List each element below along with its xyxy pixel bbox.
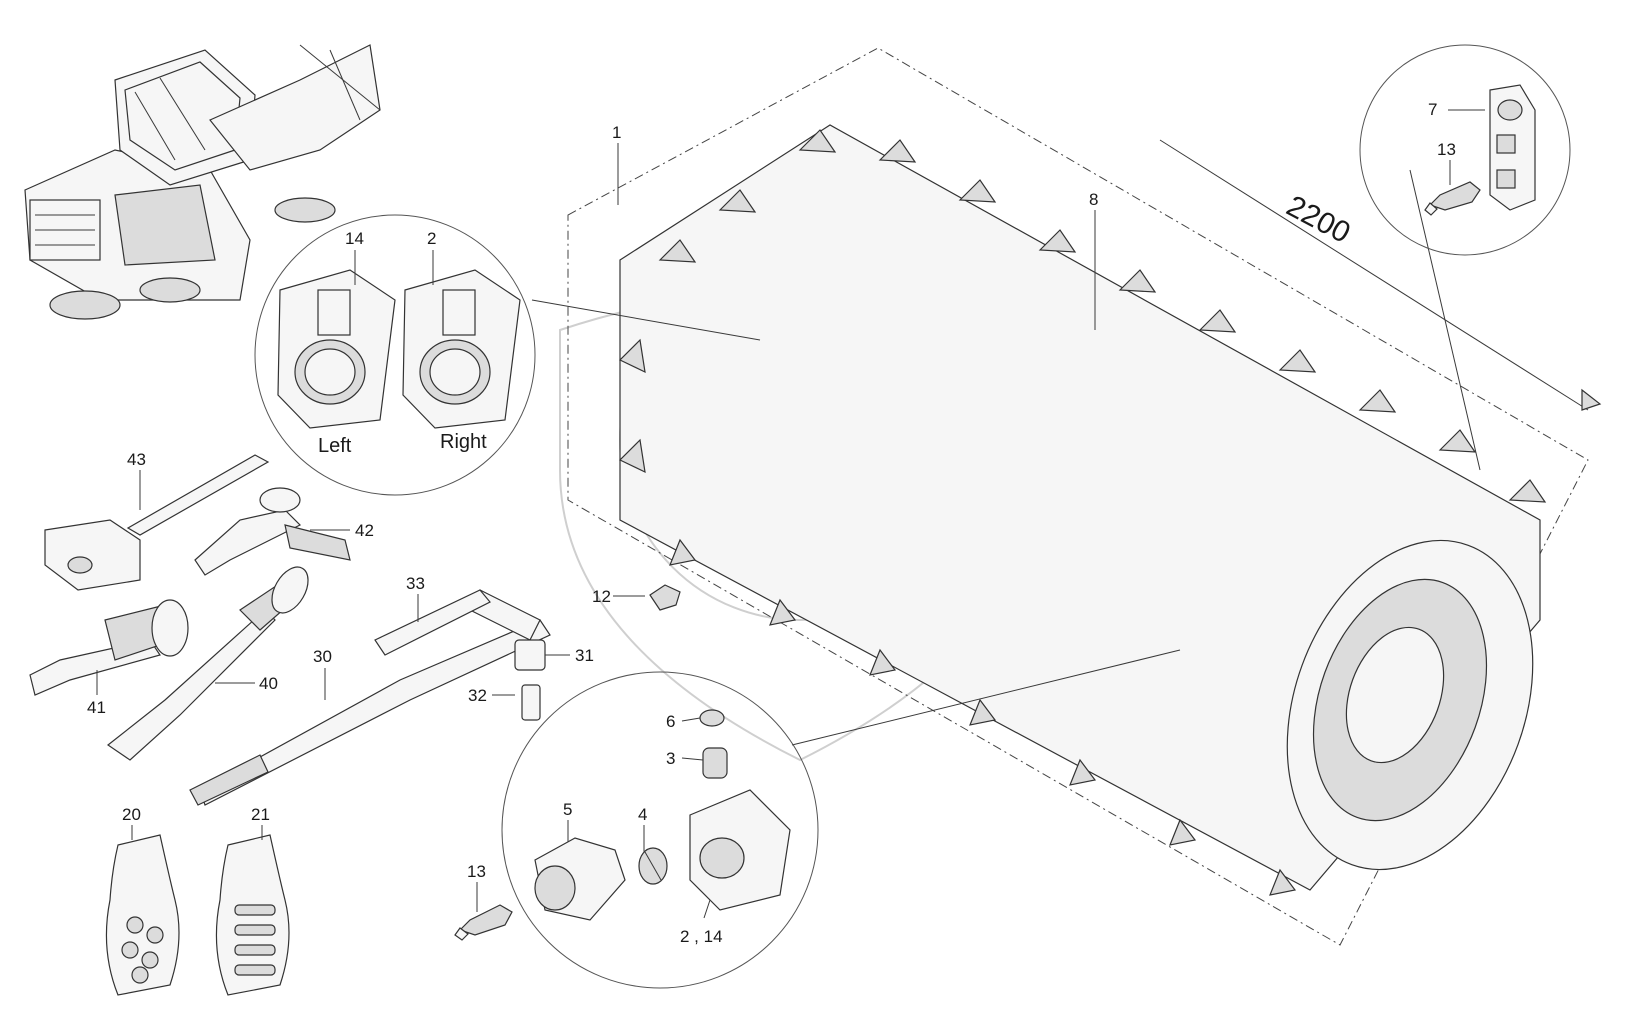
spring-sleeve [702, 747, 728, 779]
extension-bar-33 [374, 589, 491, 656]
callout-43: 43 [127, 450, 146, 469]
callout-1: 1 [612, 123, 621, 142]
callout-40: 40 [259, 674, 278, 693]
extractor-tool-41 [29, 599, 189, 696]
label-right: Right [440, 431, 487, 453]
callout-30: 30 [313, 647, 332, 666]
holder-base [689, 789, 791, 911]
callout-21: 21 [251, 805, 270, 824]
callout-14-top: 14 [345, 229, 364, 248]
callout-12: 12 [592, 587, 611, 606]
left-tool-holder [277, 269, 396, 429]
detail-circle-ejector [1359, 44, 1571, 256]
label-left: Left [318, 435, 352, 457]
torque-wrench-30 [189, 589, 551, 806]
callout-3: 3 [666, 749, 675, 768]
cutter-drum [567, 47, 1602, 946]
callout-13-top: 13 [1437, 140, 1456, 159]
detail-circle-pick-assembly [454, 671, 819, 989]
cutting-pick-detail [454, 904, 513, 941]
bit-32 [521, 684, 541, 721]
drum-cutting-picks [618, 129, 1547, 896]
cutting-pick-small [1424, 181, 1481, 216]
plug [699, 709, 725, 727]
ejector-block [1489, 84, 1536, 211]
callout-42: 42 [355, 521, 374, 540]
extractor-tool-42 [194, 487, 351, 576]
callout-8: 8 [1089, 190, 1098, 209]
spare-parts-bag-21 [215, 834, 290, 996]
milling-machine-illustration [24, 44, 381, 320]
callout-41: 41 [87, 698, 106, 717]
pick-part-12 [649, 584, 681, 611]
extractor-tool-40 [106, 566, 309, 761]
callout-6: 6 [666, 712, 675, 731]
socket-31 [514, 639, 546, 671]
sledge-hammer [44, 454, 270, 591]
callout-33: 33 [406, 574, 425, 593]
detail-circle-holders [254, 214, 536, 496]
callout-13-bottom: 13 [467, 862, 486, 881]
callout-5: 5 [563, 800, 572, 819]
callout-2-14: 2 , 14 [680, 927, 723, 946]
callout-7: 7 [1428, 100, 1437, 119]
callout-20: 20 [122, 805, 141, 824]
dimension-width: 2200 [1281, 189, 1355, 249]
leader-lines [96, 109, 1485, 919]
retaining-sleeve [638, 847, 668, 885]
quick-change-holder [534, 837, 626, 921]
callout-31: 31 [575, 646, 594, 665]
callout-32: 32 [468, 686, 487, 705]
right-tool-holder [402, 269, 521, 429]
callout-4: 4 [638, 805, 647, 824]
callout-2-top: 2 [427, 229, 436, 248]
spare-parts-bag-20 [105, 834, 180, 996]
